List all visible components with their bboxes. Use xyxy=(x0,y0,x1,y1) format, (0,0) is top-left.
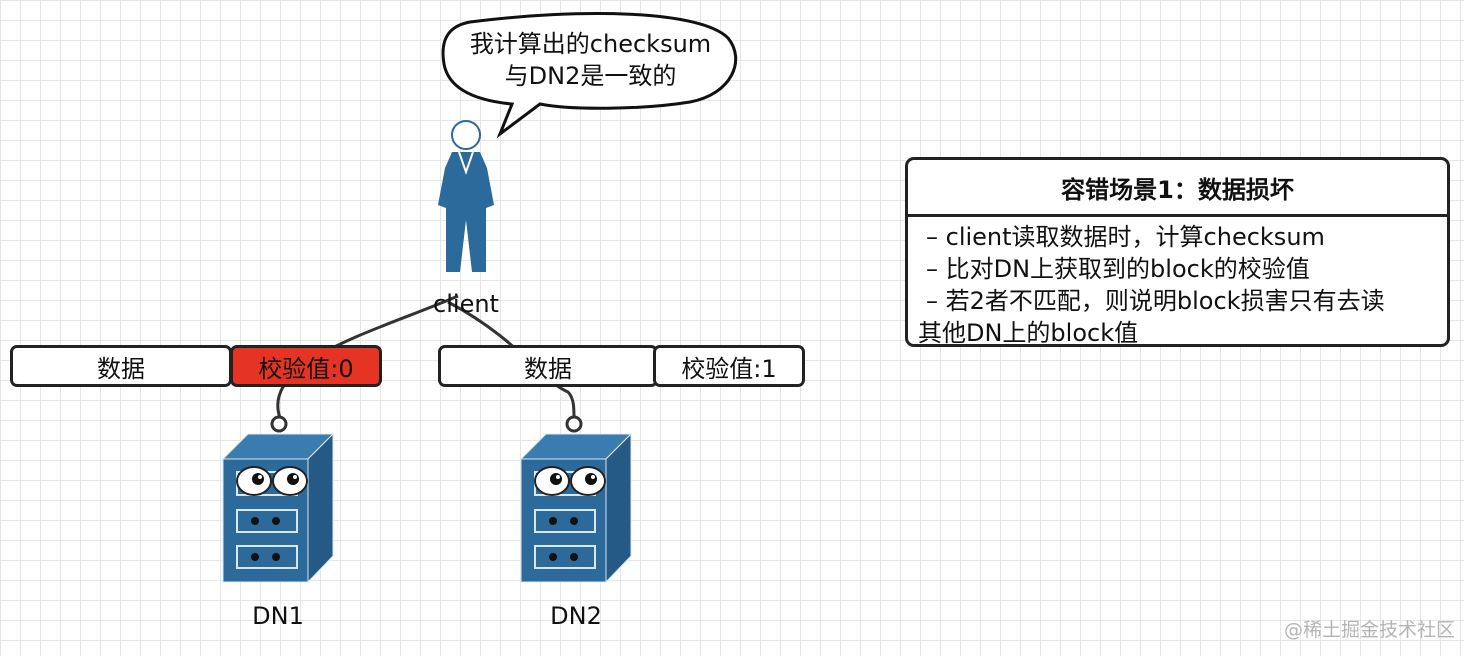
dn1-label: DN1 xyxy=(252,602,304,630)
info-line-4: 其他DN上的block值 xyxy=(918,319,1139,347)
speech-bubble-text: 我计算出的checksum 与DN2是一致的 xyxy=(448,28,733,92)
info-line-3: – 若2者不匹配，则说明block损害只有去读 xyxy=(926,287,1385,315)
watermark: @稀土掘金技术社区 xyxy=(1284,619,1456,641)
person-icon xyxy=(438,120,494,272)
dn2-server-icon xyxy=(519,432,633,584)
dn1-server-icon xyxy=(221,432,335,584)
speech-bubble xyxy=(441,12,738,139)
dn1-checksum-box: 校验值:0 xyxy=(230,345,382,387)
info-panel-title: 容错场景1：数据损坏 xyxy=(908,160,1447,217)
info-line-1: – client读取数据时，计算checksum xyxy=(926,223,1325,251)
connector-end-dn2 xyxy=(565,415,583,433)
speech-bubble-line-2: 与DN2是一致的 xyxy=(504,62,677,90)
speech-bubble-line-1: 我计算出的checksum xyxy=(469,30,712,58)
info-line-2: – 比对DN上获取到的block的校验值 xyxy=(926,255,1310,283)
dn1-data-box: 数据 xyxy=(10,345,232,387)
dn2-data-box: 数据 xyxy=(438,345,658,387)
connector-end-dn1 xyxy=(270,415,288,433)
client-label: client xyxy=(433,290,499,318)
info-panel: 容错场景1：数据损坏 – client读取数据时，计算checksum – 比对… xyxy=(905,157,1450,347)
info-panel-body: – client读取数据时，计算checksum – 比对DN上获取到的bloc… xyxy=(908,217,1447,347)
dn2-label: DN2 xyxy=(550,602,602,630)
dn2-checksum-box: 校验值:1 xyxy=(653,345,805,387)
